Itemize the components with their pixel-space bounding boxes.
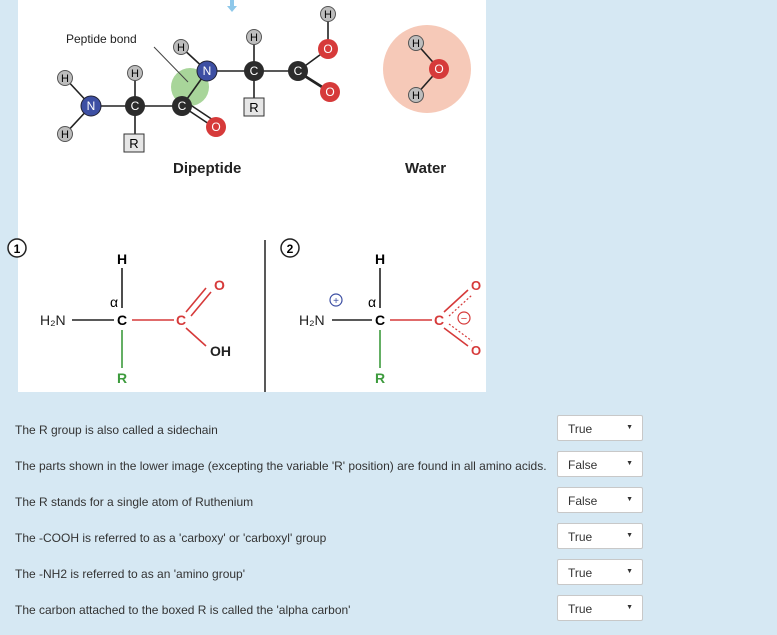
answer-select[interactable]: True ▼	[557, 559, 643, 585]
dropdown-arrow-icon: ▼	[626, 496, 633, 503]
answer-select-value: True	[568, 530, 593, 544]
svg-text:O: O	[214, 277, 225, 293]
svg-text:C: C	[250, 64, 259, 78]
svg-text:C: C	[434, 312, 444, 328]
svg-text:C: C	[178, 99, 187, 113]
svg-text:O: O	[471, 343, 481, 358]
answer-select-value: True	[568, 422, 593, 436]
svg-text:N: N	[203, 64, 212, 78]
svg-text:O: O	[471, 278, 481, 293]
question-text: The carbon attached to the boxed R is ca…	[15, 603, 351, 617]
answer-select[interactable]: False ▼	[557, 451, 643, 477]
water-circle	[383, 25, 471, 113]
svg-text:O: O	[325, 85, 334, 99]
svg-text:H: H	[250, 32, 258, 44]
svg-text:C: C	[294, 64, 303, 78]
svg-text:H₂N: H₂N	[299, 312, 325, 328]
svg-text:O: O	[211, 120, 220, 134]
question-row: The -COOH is referred to as a 'carboxy' …	[0, 523, 777, 559]
water-molecule: H O H Water	[383, 25, 471, 177]
dropdown-arrow-icon: ▼	[626, 460, 633, 467]
svg-text:C: C	[375, 312, 385, 328]
question-row: The R stands for a single atom of Ruthen…	[0, 487, 777, 523]
answer-select[interactable]: True ▼	[557, 595, 643, 621]
svg-text:H: H	[177, 42, 185, 54]
svg-text:R: R	[117, 370, 127, 386]
svg-text:H: H	[61, 129, 69, 141]
answer-select-value: True	[568, 566, 593, 580]
svg-text:C: C	[131, 99, 140, 113]
svg-text:+: +	[333, 296, 339, 307]
question-text: The -NH2 is referred to as an 'amino gro…	[15, 567, 246, 581]
question-text: The parts shown in the lower image (exce…	[15, 459, 547, 473]
dropdown-arrow-icon: ▼	[626, 604, 633, 611]
panel-1-number: 1	[14, 242, 21, 256]
svg-text:R: R	[129, 136, 138, 151]
question-text: The -COOH is referred to as a 'carboxy' …	[15, 531, 327, 545]
dropdown-arrow-icon: ▼	[626, 532, 633, 539]
svg-text:C: C	[176, 312, 186, 328]
answer-select-value: True	[568, 602, 593, 616]
svg-text:R: R	[249, 100, 258, 115]
dropdown-arrow-icon: ▼	[626, 424, 633, 431]
svg-text:H: H	[412, 90, 420, 102]
amino-acid-figure: Peptide bond H H N H C R C O H N H C R C…	[7, 0, 486, 392]
answer-select[interactable]: True ▼	[557, 523, 643, 549]
svg-text:H: H	[131, 68, 139, 80]
question-text: The R stands for a single atom of Ruthen…	[15, 495, 254, 509]
question-row: The R group is also called a sidechain T…	[0, 415, 777, 451]
svg-text:−: −	[461, 313, 467, 325]
peptide-bond-label: Peptide bond	[66, 32, 137, 46]
amino-acid-zwitterion: 2 + H₂N H α C C O O − R	[280, 238, 481, 386]
svg-text:OH: OH	[210, 343, 231, 359]
answer-select-value: False	[568, 494, 598, 508]
svg-text:N: N	[87, 99, 96, 113]
svg-text:H: H	[117, 251, 127, 267]
answer-select-value: False	[568, 458, 598, 472]
amino-acid-neutral: 1 H₂N H α C C O OH R	[7, 238, 231, 386]
svg-text:α: α	[110, 294, 118, 310]
question-row: The parts shown in the lower image (exce…	[0, 451, 777, 487]
question-row: The carbon attached to the boxed R is ca…	[0, 595, 777, 631]
svg-text:H: H	[61, 73, 69, 85]
svg-text:R: R	[375, 370, 385, 386]
water-label: Water	[405, 160, 446, 177]
dipeptide-label: Dipeptide	[173, 160, 241, 177]
panel-2-number: 2	[287, 242, 294, 256]
question-text: The R group is also called a sidechain	[15, 423, 218, 437]
dropdown-arrow-icon: ▼	[626, 568, 633, 575]
svg-text:O: O	[323, 42, 332, 56]
svg-text:H₂N: H₂N	[40, 312, 66, 328]
svg-text:H: H	[375, 251, 385, 267]
question-row: The -NH2 is referred to as an 'amino gro…	[0, 559, 777, 595]
svg-text:O: O	[434, 62, 443, 76]
svg-text:α: α	[368, 294, 376, 310]
answer-select[interactable]: False ▼	[557, 487, 643, 513]
svg-text:H: H	[412, 38, 420, 50]
svg-text:C: C	[117, 312, 127, 328]
scroll-arrow-icon	[227, 0, 237, 12]
svg-text:H: H	[324, 9, 332, 21]
answer-select[interactable]: True ▼	[557, 415, 643, 441]
dipeptide-diagram: Peptide bond H H N H C R C O H N H C R C…	[57, 6, 340, 177]
